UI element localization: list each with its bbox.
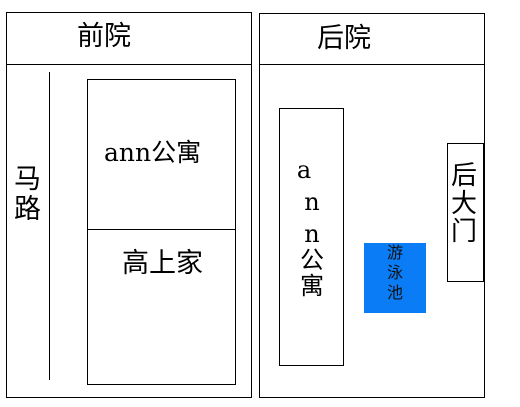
- front-building-divider: [87, 229, 236, 230]
- ann-apartment-label: ann公寓: [104, 138, 202, 167]
- road-label-char-2: 路: [14, 194, 41, 225]
- swimming-pool-label: 游 泳 池: [364, 245, 426, 301]
- back-building: [279, 108, 344, 366]
- back-building-label: a n n 公 寓: [291, 158, 333, 298]
- back-building-char-5: 寓: [300, 272, 324, 300]
- front-yard-header-divider: [6, 64, 252, 65]
- back-building-char-3: n: [304, 220, 320, 248]
- gate-char-1: 后: [450, 161, 477, 191]
- back-gate: [447, 143, 484, 282]
- back-yard-header-divider: [259, 64, 485, 65]
- gate-char-2: 大: [450, 189, 477, 219]
- back-building-char-4: 公: [300, 246, 324, 274]
- gate-char-3: 门: [450, 217, 477, 247]
- pool-char-3: 池: [386, 283, 403, 302]
- back-building-char-2: n: [304, 188, 320, 216]
- front-yard-title: 前院: [77, 21, 131, 52]
- pool-char-2: 泳: [386, 263, 403, 282]
- road-label-char-1: 马: [14, 164, 41, 195]
- road-label: 马 路: [14, 166, 41, 223]
- pool-char-1: 游: [386, 243, 403, 262]
- back-yard-title: 后院: [317, 23, 371, 54]
- back-building-char-1: a: [296, 156, 312, 184]
- road-line: [49, 72, 50, 380]
- back-gate-label: 后 大 门: [447, 163, 481, 245]
- front-building-block: [87, 79, 236, 385]
- swimming-pool: [364, 243, 426, 313]
- gaoshangjia-label: 高上家: [122, 248, 203, 279]
